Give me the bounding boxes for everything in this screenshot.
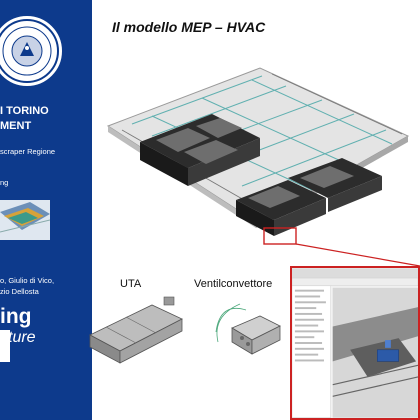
university-seal-icon <box>0 16 62 86</box>
sidebar: I TORINO MENT scraper Regione ng o, Giul… <box>0 0 92 420</box>
mep-hvac-model <box>106 67 420 267</box>
department-name: MENT <box>0 120 32 132</box>
project-name: scraper Regione <box>0 147 56 156</box>
brand-word-1: ing <box>0 305 32 328</box>
uta-label: UTA <box>120 278 142 290</box>
page-title: Il modello MEP – HVAC <box>112 19 266 35</box>
ventilconvettore-label: Ventilconvettore <box>194 278 273 290</box>
uta-unit-image <box>89 296 183 364</box>
ventilconvettore-image <box>215 303 281 355</box>
authors-line-2: zio Dellosta <box>0 287 39 296</box>
brand-logo: ing ture <box>0 305 36 347</box>
sidebar-note: ng <box>0 178 9 187</box>
brand-bar <box>0 330 10 362</box>
university-name: I TORINO <box>0 105 49 117</box>
software-screenshot <box>292 268 418 418</box>
brand-word-2: ture <box>8 329 36 346</box>
project-thumbnail <box>0 200 50 240</box>
authors-line-1: o, Giulio di Vico, <box>0 276 55 285</box>
bim-software-inset <box>290 266 420 420</box>
